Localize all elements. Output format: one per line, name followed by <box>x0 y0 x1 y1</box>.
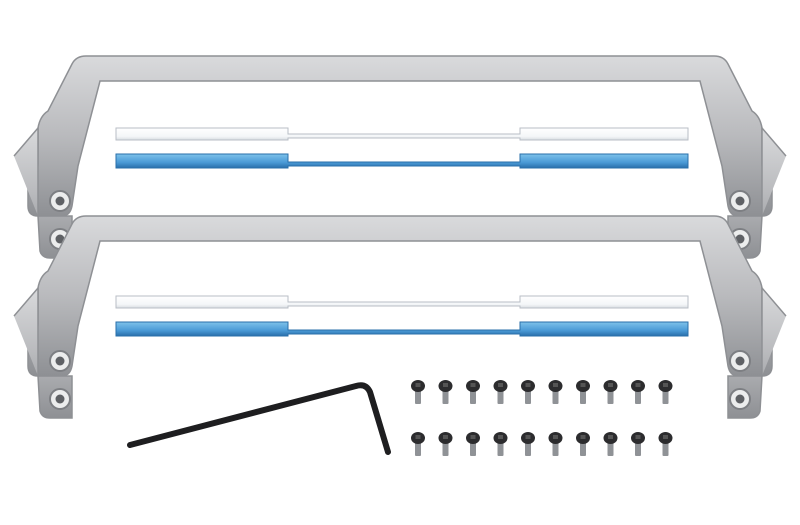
screw-socket <box>525 383 531 387</box>
screw-icon <box>438 380 453 404</box>
screw-socket <box>470 383 476 387</box>
screw-shaft <box>470 388 476 404</box>
screw-icon <box>548 432 563 456</box>
screw-icon <box>521 432 535 456</box>
screw-socket <box>498 383 503 387</box>
screw-shaft <box>415 440 421 456</box>
bracket-frame <box>27 215 773 377</box>
screw-shaft <box>635 440 641 456</box>
bracket-hole-center <box>735 196 745 206</box>
screw-socket <box>498 435 503 439</box>
screw-shaft <box>497 440 504 456</box>
screw-shaft <box>525 440 531 456</box>
screw-shaft <box>580 440 586 456</box>
screw-socket <box>608 383 613 387</box>
blue-light-bar <box>115 321 689 337</box>
screw-socket <box>470 435 476 439</box>
screw-icon <box>631 432 645 456</box>
screw-shaft <box>662 440 669 456</box>
screw-shaft <box>525 388 531 404</box>
screw-icon <box>603 380 618 404</box>
screw-icon <box>493 380 508 404</box>
bracket-hole-center <box>735 234 745 244</box>
screw-icon <box>521 380 535 404</box>
screw-socket <box>553 383 558 387</box>
screw-shaft <box>607 440 614 456</box>
bracket-frame <box>27 55 773 217</box>
screw-socket <box>635 435 641 439</box>
screw-icon <box>466 432 480 456</box>
screw-socket <box>415 383 421 387</box>
bracket-hole-center <box>55 394 65 404</box>
screw-icon <box>411 380 425 404</box>
screw-shaft <box>635 388 641 404</box>
light-bars-1 <box>115 127 689 169</box>
screw-icon <box>438 432 453 456</box>
screw-socket <box>525 435 531 439</box>
screw-shaft <box>552 388 559 404</box>
clear-light-bar <box>115 127 689 141</box>
clear-light-bar <box>115 295 689 309</box>
screw-icon <box>493 432 508 456</box>
screw-icon <box>576 432 590 456</box>
screw-icon <box>631 380 645 404</box>
screw-socket <box>443 435 448 439</box>
screw-socket <box>443 383 448 387</box>
screw-shaft <box>497 388 504 404</box>
screw-icon <box>576 380 590 404</box>
screw-shaft <box>415 388 421 404</box>
screw-icon <box>658 380 673 404</box>
hex-wrench-icon <box>127 382 391 455</box>
screw-socket <box>415 435 421 439</box>
bracket-hole-center <box>735 394 745 404</box>
bracket-hole-center <box>55 356 65 366</box>
screw-shaft <box>442 440 449 456</box>
screw-shaft <box>442 388 449 404</box>
bracket-hole-center <box>735 356 745 366</box>
screw-set <box>411 380 673 456</box>
bracket-hole-center <box>55 234 65 244</box>
screw-shaft <box>662 388 669 404</box>
bracket-foot-right <box>727 285 787 419</box>
screw-socket <box>553 435 558 439</box>
screw-icon <box>658 432 673 456</box>
bracket-2 <box>13 215 787 419</box>
screw-icon <box>548 380 563 404</box>
bracket-foot-left <box>13 285 73 419</box>
screw-icon <box>603 432 618 456</box>
wrench-body <box>127 382 391 455</box>
screw-socket <box>663 383 668 387</box>
screw-socket <box>580 435 586 439</box>
light-bars-2 <box>115 295 689 337</box>
screw-icon <box>466 380 480 404</box>
screw-socket <box>580 383 586 387</box>
screw-socket <box>608 435 613 439</box>
screw-shaft <box>607 388 614 404</box>
screw-socket <box>635 383 641 387</box>
screw-shaft <box>580 388 586 404</box>
bracket-hole-center <box>55 196 65 206</box>
screw-shaft <box>470 440 476 456</box>
screw-icon <box>411 432 425 456</box>
screw-socket <box>663 435 668 439</box>
blue-light-bar <box>115 153 689 169</box>
screw-shaft <box>552 440 559 456</box>
